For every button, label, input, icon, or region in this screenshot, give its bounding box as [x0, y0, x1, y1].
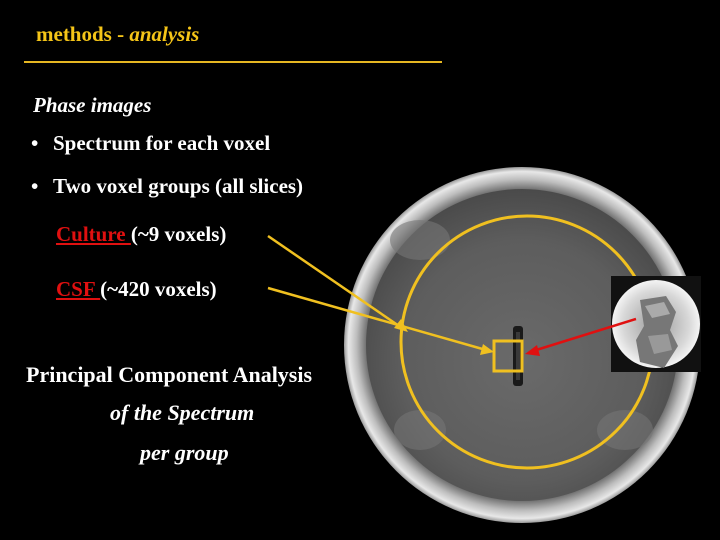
pca-line-3: per group: [140, 440, 229, 465]
culture-voxel-box: [492, 339, 524, 373]
bullet-spectrum: • Spectrum for each voxel: [31, 131, 270, 156]
phase-images-heading: Phase images: [33, 93, 152, 117]
bullet-text: Two voxel groups (all slices): [53, 174, 304, 198]
zoom-inset-image: [611, 276, 701, 372]
title-divider: [24, 61, 442, 63]
group-culture-name: Culture: [56, 222, 131, 246]
bullet-voxel-groups: • Two voxel groups (all slices): [31, 174, 303, 199]
group-csf: CSF (~420 voxels): [56, 277, 217, 302]
bullet-mark: •: [31, 131, 39, 155]
pca-line-1: Principal Component Analysis: [26, 362, 313, 387]
group-culture-detail: (~9 voxels): [130, 222, 227, 246]
inset-arrow: [532, 317, 637, 353]
pca-line-2: of the Spectrum: [110, 400, 255, 425]
culture-arrow: [267, 234, 403, 330]
bullet-text: Spectrum for each voxel: [53, 131, 271, 155]
csf-arrowhead: [480, 344, 494, 355]
slide-title-main: methods -: [36, 22, 130, 46]
group-culture: Culture (~9 voxels): [56, 222, 226, 247]
inset-arrowhead: [525, 345, 540, 356]
slide-title-italic: analysis: [129, 22, 200, 46]
group-csf-name: CSF: [56, 277, 101, 301]
csf-arrow: [267, 286, 487, 352]
group-csf-detail: (~420 voxels): [100, 277, 217, 301]
bullet-mark: •: [31, 174, 39, 198]
slide-title: methods - analysis: [36, 22, 199, 47]
